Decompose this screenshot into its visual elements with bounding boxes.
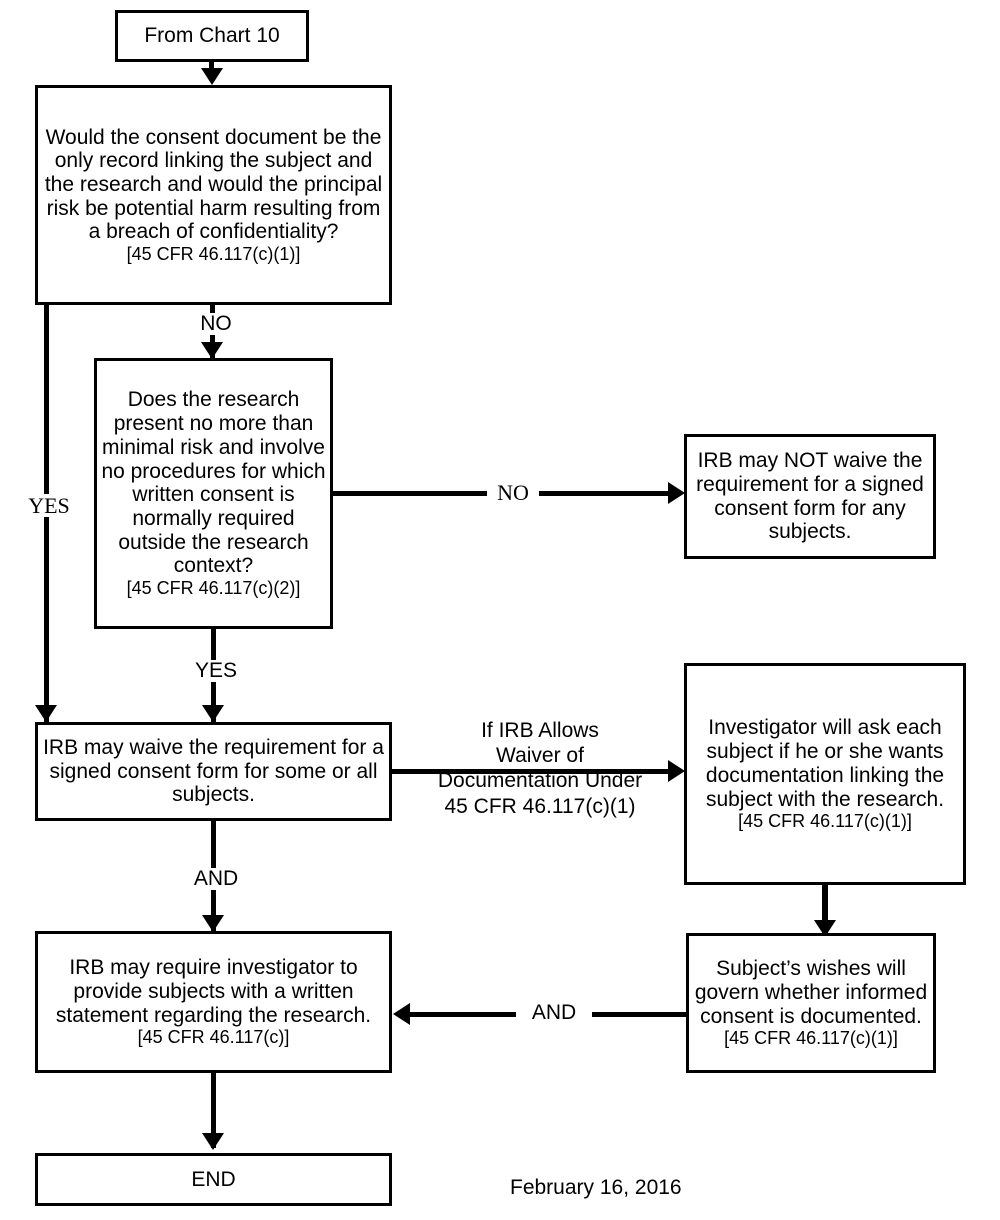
arrowhead-q2no-to-notwaive	[668, 482, 685, 504]
arrowhead-waive-to-investigator	[668, 760, 685, 782]
note-if-irb-allows-waiver: If IRB Allows Waiver of Documentation Un…	[437, 719, 643, 818]
node-question-minimal-risk[interactable]: Does the research present no more than m…	[94, 358, 333, 629]
node-end[interactable]: END	[35, 1153, 392, 1206]
edge-label-q2-yes: YES	[183, 659, 249, 683]
arrowhead-q1yes-to-waive	[35, 705, 57, 722]
edge-label-q2-no: NO	[487, 481, 539, 504]
node-question-minimal-risk-body: Does the research present no more than m…	[101, 388, 326, 578]
arrowhead-waive-to-require	[202, 915, 224, 932]
node-investigator-asks[interactable]: Investigator will ask each subject if he…	[684, 663, 966, 885]
arrowhead-q1-to-q2	[201, 342, 223, 359]
connector-investigator-to-wishes	[822, 885, 828, 933]
node-investigator-asks-body: Investigator will ask each subject if he…	[705, 716, 945, 811]
arrowhead-require-to-end	[202, 1133, 224, 1150]
edge-label-waive-and: AND	[178, 867, 254, 891]
node-irb-may-require-citation: [45 CFR 46.117(c)]	[137, 1027, 290, 1048]
arrowhead-q2yes-to-waive	[202, 705, 224, 722]
connector-waive-to-investigator	[392, 769, 677, 774]
date-stamp: February 16, 2016	[510, 1176, 682, 1199]
connector-require-to-end	[211, 1073, 216, 1148]
node-irb-may-not-waive[interactable]: IRB may NOT waive the requirement for a …	[684, 434, 936, 559]
node-question-minimal-risk-citation: [45 CFR 46.117(c)(2)]	[126, 578, 301, 599]
node-from-chart-10-label: From Chart 10	[144, 24, 280, 48]
node-subject-wishes-citation: [45 CFR 46.117(c)(1)]	[724, 1028, 898, 1049]
arrowhead-fromchart-to-q1	[201, 68, 223, 85]
node-irb-may-waive[interactable]: IRB may waive the requirement for a sign…	[35, 722, 392, 821]
edge-label-wishes-and: AND	[516, 1001, 592, 1025]
node-subject-wishes-body: Subject’s wishes will govern whether inf…	[694, 957, 928, 1028]
arrowhead-investigator-to-wishes	[814, 920, 836, 937]
node-irb-may-not-waive-body: IRB may NOT waive the requirement for a …	[696, 449, 924, 544]
node-investigator-asks-citation: [45 CFR 46.117(c)(1)]	[738, 811, 912, 832]
node-subject-wishes[interactable]: Subject’s wishes will govern whether inf…	[686, 933, 936, 1073]
edge-label-q1-no: NO	[186, 312, 246, 336]
node-question-confidentiality-citation: [45 CFR 46.117(c)(1)]	[126, 244, 301, 265]
node-end-label: END	[191, 1167, 236, 1191]
node-irb-may-waive-body: IRB may waive the requirement for a sign…	[43, 735, 384, 807]
node-question-confidentiality-body: Would the consent document be the only r…	[44, 125, 383, 244]
arrowhead-wishes-to-require	[393, 1003, 410, 1025]
node-irb-may-require[interactable]: IRB may require investigator to provide …	[35, 931, 392, 1073]
node-from-chart-10[interactable]: From Chart 10	[115, 10, 309, 62]
edge-label-q1-yes: YES	[16, 494, 82, 517]
connector-fromchart-to-q1	[209, 62, 214, 72]
node-irb-may-require-body: IRB may require investigator to provide …	[55, 956, 372, 1027]
node-question-confidentiality[interactable]: Would the consent document be the only r…	[35, 85, 392, 305]
